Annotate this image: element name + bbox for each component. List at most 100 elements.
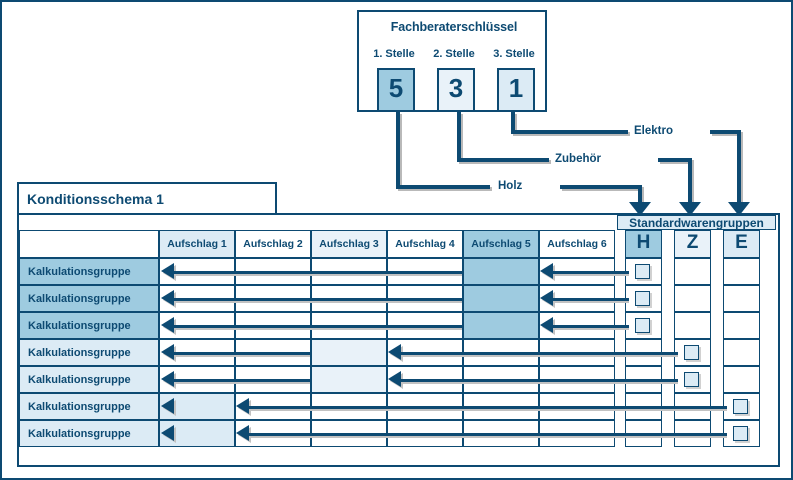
connector-label-elektro: Elektro xyxy=(634,125,673,137)
holz-to-h-vertical xyxy=(638,185,642,207)
elektro-to-e-horizontal xyxy=(710,130,741,134)
page-title: Konditionsschema 1 xyxy=(27,191,164,207)
corner-cell xyxy=(19,230,159,258)
checkbox-E-row-6[interactable] xyxy=(733,399,748,414)
cell-standard-Z-row-5[interactable] xyxy=(674,366,711,393)
elektro-connector-vertical xyxy=(511,112,515,134)
row-label-kalkulationsgruppe[interactable]: Kalkulationsgruppe xyxy=(19,393,159,420)
arrow-highlight-to-label-row-5-head xyxy=(161,371,174,387)
holz-to-h-horizontal xyxy=(560,185,642,189)
arrow-Z-to-highlight-row-4-head xyxy=(388,344,401,360)
arrow-H-to-highlight-row-1-shadow xyxy=(553,273,629,276)
column-header-surcharge-5[interactable]: Aufschlag 5 xyxy=(463,230,539,258)
zubehoer-connector-horizontal xyxy=(457,158,549,162)
row-label-kalkulationsgruppe[interactable]: Kalkulationsgruppe xyxy=(19,258,159,285)
arrow-down-z xyxy=(679,202,701,216)
standardwarengruppen-header: Standardwarengruppen xyxy=(617,215,776,230)
arrow-E-to-highlight-row-6-shadow xyxy=(249,408,727,411)
zubehoer-connector-shadow-v xyxy=(459,114,463,164)
zubehoer-connector-shadow-h xyxy=(459,160,551,164)
arrow-highlight-to-label-row-1-line xyxy=(174,271,462,274)
cell-standard-E-row-4[interactable] xyxy=(723,339,760,366)
zubehoer-to-z-shadow-v xyxy=(690,160,694,209)
arrow-Z-to-highlight-row-4-shadow xyxy=(401,354,678,357)
elektro-connector-horizontal xyxy=(511,130,628,134)
arrow-down-h xyxy=(629,202,651,216)
arrow-H-to-highlight-row-1-head xyxy=(540,263,553,279)
key-box-title: Fachberaterschlüssel xyxy=(390,20,518,34)
holz-to-h-shadow-h xyxy=(562,187,644,191)
cell-standard-E-row-2[interactable] xyxy=(723,285,760,312)
cell-standard-Z-row-2[interactable] xyxy=(674,285,711,312)
row-label-kalkulationsgruppe[interactable]: Kalkulationsgruppe xyxy=(19,420,159,447)
arrow-H-to-highlight-row-3-shadow xyxy=(553,327,629,330)
arrow-highlight-to-label-row-5-line xyxy=(174,379,310,382)
checkbox-E-row-7[interactable] xyxy=(733,426,748,441)
cell-standard-Z-row-3[interactable] xyxy=(674,312,711,339)
checkbox-H-row-1[interactable] xyxy=(635,264,650,279)
row-label-kalkulationsgruppe[interactable]: Kalkulationsgruppe xyxy=(19,339,159,366)
key-position-label-3: 3. Stelle xyxy=(493,48,535,60)
checkbox-Z-row-5[interactable] xyxy=(684,372,699,387)
arrow-Z-to-highlight-row-5-head xyxy=(388,371,401,387)
arrow-down-e xyxy=(728,202,750,216)
arrow-highlight-to-label-row-2-line xyxy=(174,298,462,301)
column-header-surcharge-2[interactable]: Aufschlag 2 xyxy=(235,230,311,258)
key-position-label-1: 1. Stelle xyxy=(373,48,415,60)
cell-standard-Z-row-1[interactable] xyxy=(674,258,711,285)
holz-to-h-shadow-v xyxy=(640,187,644,209)
connector-label-zubehoer: Zubehör xyxy=(555,153,601,165)
cell-aufschlag-3-row-4[interactable] xyxy=(311,339,387,366)
arrow-highlight-to-label-row-3-line xyxy=(174,325,462,328)
column-header-standard-E[interactable]: E xyxy=(723,230,760,258)
holz-connector-shadow-h xyxy=(398,187,492,191)
arrow-Z-to-highlight-row-4-line xyxy=(401,352,678,355)
arrow-highlight-to-label-row-3-head xyxy=(161,317,174,333)
row-label-kalkulationsgruppe[interactable]: Kalkulationsgruppe xyxy=(19,366,159,393)
arrow-H-to-highlight-row-1-line xyxy=(553,271,629,274)
key-digit-3: 1 xyxy=(497,68,535,112)
row-label-kalkulationsgruppe[interactable]: Kalkulationsgruppe xyxy=(19,285,159,312)
cell-standard-E-row-5[interactable] xyxy=(723,366,760,393)
holz-connector-vertical xyxy=(396,112,400,189)
column-header-surcharge-6[interactable]: Aufschlag 6 xyxy=(539,230,615,258)
elektro-to-e-shadow-h xyxy=(712,132,743,136)
zubehoer-to-z-shadow-h xyxy=(660,160,694,164)
arrow-highlight-to-label-row-3-shadow xyxy=(174,327,462,330)
cell-aufschlag-5-row-1[interactable] xyxy=(463,258,539,285)
column-header-surcharge-3[interactable]: Aufschlag 3 xyxy=(311,230,387,258)
arrow-H-to-highlight-row-3-line xyxy=(553,325,629,328)
cell-aufschlag-5-row-2[interactable] xyxy=(463,285,539,312)
zubehoer-connector-vertical xyxy=(457,112,461,162)
arrow-E-to-highlight-row-6-head xyxy=(236,398,249,414)
arrow-highlight-to-label-row-4-head xyxy=(161,344,174,360)
schema-title-bar: Konditionsschema 1 xyxy=(17,182,277,214)
elektro-to-e-vertical xyxy=(737,130,741,207)
zubehoer-to-z-horizontal xyxy=(658,158,692,162)
column-header-surcharge-1[interactable]: Aufschlag 1 xyxy=(159,230,235,258)
arrow-E-to-highlight-row-7-shadow xyxy=(249,435,727,438)
checkbox-Z-row-4[interactable] xyxy=(684,345,699,360)
cell-aufschlag-3-row-5[interactable] xyxy=(311,366,387,393)
column-header-surcharge-4[interactable]: Aufschlag 4 xyxy=(387,230,463,258)
row-label-kalkulationsgruppe[interactable]: Kalkulationsgruppe xyxy=(19,312,159,339)
column-header-standard-H[interactable]: H xyxy=(625,230,662,258)
arrow-highlight-to-label-row-4-shadow xyxy=(174,354,310,357)
column-header-standard-Z[interactable]: Z xyxy=(674,230,711,258)
arrow-highlight-to-label-row-1-head xyxy=(161,263,174,279)
checkbox-H-row-3[interactable] xyxy=(635,318,650,333)
holz-connector-horizontal xyxy=(396,185,490,189)
arrow-Z-to-highlight-row-5-line xyxy=(401,379,678,382)
arrow-H-to-highlight-row-3-head xyxy=(540,317,553,333)
checkbox-H-row-2[interactable] xyxy=(635,291,650,306)
cell-standard-E-row-3[interactable] xyxy=(723,312,760,339)
cell-standard-E-row-1[interactable] xyxy=(723,258,760,285)
arrow-highlight-to-label-row-2-shadow xyxy=(174,300,462,303)
arrow-E-to-highlight-row-7-head xyxy=(236,425,249,441)
cell-aufschlag-5-row-3[interactable] xyxy=(463,312,539,339)
holz-connector-shadow-v xyxy=(398,114,402,191)
arrow-H-to-highlight-row-2-head xyxy=(540,290,553,306)
arrow-E-to-highlight-row-7-line xyxy=(249,433,727,436)
arrow-Z-to-highlight-row-5-shadow xyxy=(401,381,678,384)
